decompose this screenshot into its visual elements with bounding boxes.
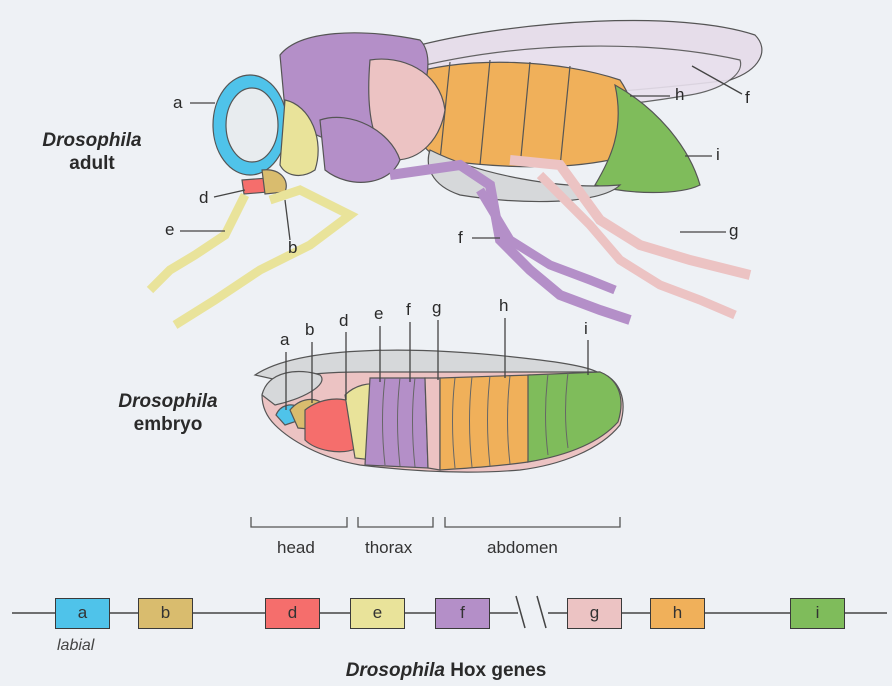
segment-brackets — [251, 517, 620, 527]
head-b — [262, 170, 286, 194]
embryo-label-b: b — [305, 320, 314, 340]
segment-thorax: thorax — [365, 538, 412, 558]
hox-title: Drosophila Hox genes — [0, 660, 892, 682]
embryo-label-f: f — [406, 300, 411, 320]
adult-label-b: b — [288, 238, 297, 258]
leg-e — [175, 190, 350, 325]
embryo-title-rest: embryo — [134, 414, 203, 435]
embryo-f — [365, 378, 428, 468]
hox-title-rest: Hox genes — [445, 660, 546, 681]
break-mark — [516, 596, 525, 628]
embryo-title: Drosophila embryo — [98, 390, 238, 436]
gene-box-i: i — [790, 598, 845, 629]
segment-abdomen: abdomen — [487, 538, 558, 558]
adult-label-f-wing: f — [745, 88, 750, 108]
embryo-i — [528, 372, 621, 462]
leg-e — [150, 195, 245, 290]
gene-box-g: g — [567, 598, 622, 629]
embryo-label-e: e — [374, 304, 383, 324]
adult-label-i: i — [716, 145, 720, 165]
gene-box-d: d — [265, 598, 320, 629]
adult-label-a: a — [173, 93, 182, 113]
break-mark — [537, 596, 546, 628]
segment-head: head — [277, 538, 315, 558]
adult-fly — [150, 21, 762, 325]
gene-caption-labial: labial — [57, 637, 94, 655]
gene-box-h: h — [650, 598, 705, 629]
embryo-label-i: i — [584, 319, 588, 339]
adult-label-f-leg: f — [458, 228, 463, 248]
gene-box-f: f — [435, 598, 490, 629]
hox-title-italic: Drosophila — [346, 660, 445, 681]
embryo-label-d: d — [339, 311, 348, 331]
gene-box-b: b — [138, 598, 193, 629]
adult-label-e: e — [165, 220, 174, 240]
adult-title: Drosophila adult — [22, 129, 162, 175]
embryo-title-italic: Drosophila — [118, 391, 217, 412]
gene-box-a: a — [55, 598, 110, 629]
embryo-g — [425, 378, 440, 470]
embryo — [255, 350, 623, 472]
adult-title-italic: Drosophila — [42, 130, 141, 151]
adult-title-rest: adult — [69, 153, 114, 174]
eye-inner — [226, 88, 278, 162]
embryo-label-a: a — [280, 330, 289, 350]
embryo-label-g: g — [432, 298, 441, 318]
embryo-label-h: h — [499, 296, 508, 316]
adult-label-h: h — [675, 85, 684, 105]
adult-label-g: g — [729, 221, 738, 241]
adult-label-d: d — [199, 188, 208, 208]
gene-box-e: e — [350, 598, 405, 629]
